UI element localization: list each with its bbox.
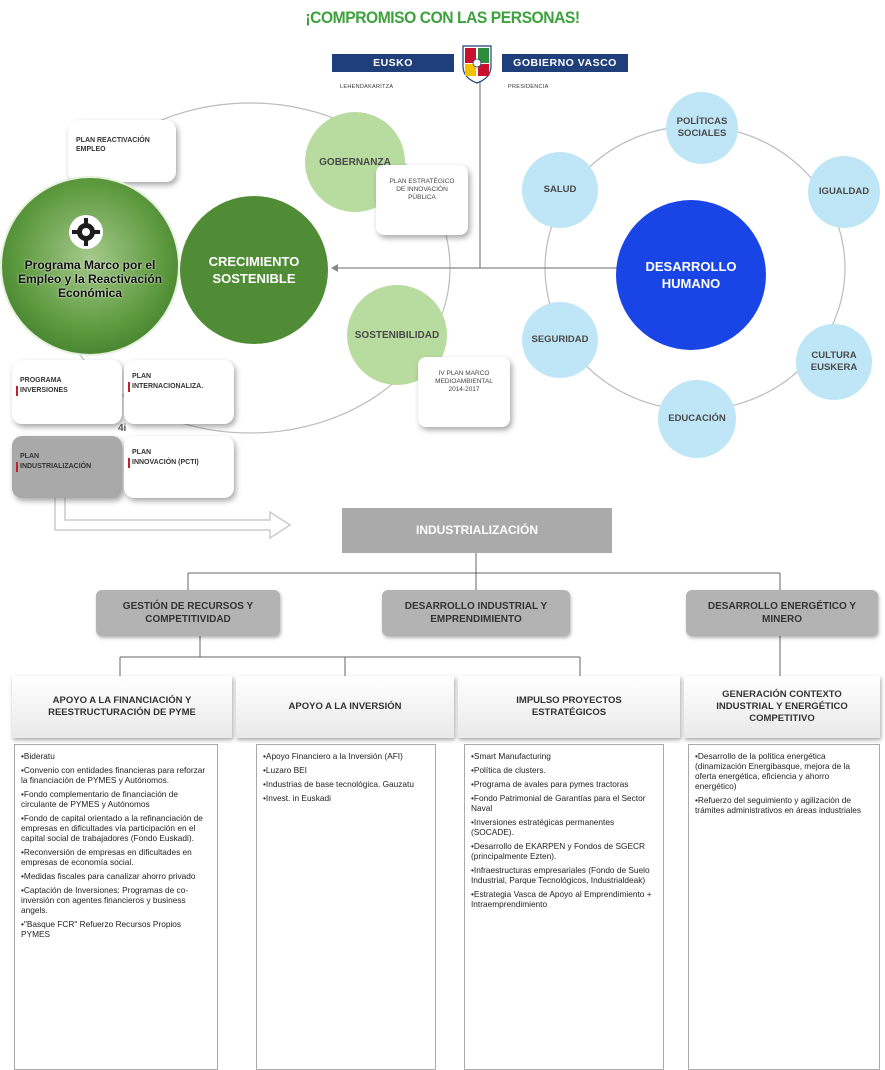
coat-of-arms-icon [455,44,499,84]
card-plan-innovacion-publica-label: PLAN ESTRATÉGICO DE INNOVACIÓN PÚBLICA [389,178,455,201]
card-plan-industrializacion: PLAN INDUSTRIALIZACIÓN [12,436,122,498]
sub-left-label: LEHENDAKARITZA [340,84,394,90]
plan-innovacion-line2: INNOVACIÓN (PCTI) [128,458,234,468]
politicas-sociales-circle: POLÍTICAS SOCIALES [666,92,738,164]
salud-label: SALUD [543,184,577,195]
list-item: •Convenio con entidades financieras para… [21,765,206,785]
card-plan-reactivacion: PLAN REACTIVACIÓN EMPLEO [68,120,176,182]
level2-desarrollo-industrial-label: DESARROLLO INDUSTRIAL Y EMPRENDIMIENTO [404,601,548,625]
level2-gestion-label: GESTIÓN DE RECURSOS Y COMPETITIVIDAD [122,601,254,625]
crecimiento-sostenible-label: CRECIMIENTO SOSTENIBLE [208,254,300,286]
sub-right-label: PRESIDENCIA [508,84,549,90]
list-item: •Fondo complementario de financiación de… [21,789,178,809]
educacion-circle: EDUCACIÓN [658,380,736,458]
list-item: •Refuerzo del seguimiento y agilización … [695,795,862,815]
gov-right-bar: GOBIERNO VASCO [502,54,628,72]
card-plan-innovacion-pcti: PLAN INNOVACIÓN (PCTI) [124,436,234,498]
desarrollo-humano-label: DESARROLLO HUMANO [645,259,737,291]
list-item: •Captación de Inversiones: Programas de … [21,885,189,915]
plan-internacionaliza-line1: PLAN [132,373,152,380]
salud-circle: SALUD [522,152,598,228]
list-item: •Desarrollo de la política energética (d… [695,751,850,791]
programa-inversiones-line1: PROGRAMA [20,377,62,384]
column-list-proyectos: •Smart Manufacturing •Política de cluste… [464,744,664,1070]
card-plan-internacionaliza: PLAN INTERNACIONALIZA. [124,360,234,424]
igualdad-label: IGUALDAD [818,186,870,197]
cultura-euskera-label: CULTURA EUSKERA [810,350,858,373]
industrializacion-root: INDUSTRIALIZACIÓN [342,508,612,553]
politicas-sociales-label: POLÍTICAS SOCIALES [676,116,728,139]
programa-marco-label: Programa Marco por el Empleo y la Reacti… [17,258,163,300]
column-header-proyectos: IMPULSO PROYECTOS ESTRATÉGICOS [458,676,680,738]
gear-icon [66,212,106,252]
column-header-financiacion: APOYO A LA FINANCIACIÓN Y REESTRUCTURACI… [12,676,232,738]
programa-marco-circle: Programa Marco por el Empleo y la Reacti… [2,178,178,354]
crecimiento-sostenible-circle: CRECIMIENTO SOSTENIBLE [180,196,328,344]
plan-industrializacion-line2: INDUSTRIALIZACIÓN [16,462,122,472]
column-header-energetico-label: GENERACIÓN CONTEXTO INDUSTRIAL Y ENERGÉT… [716,689,848,724]
list-item: •Medidas fiscales para canalizar ahorro … [21,871,196,881]
cultura-euskera-circle: CULTURA EUSKERA [796,324,872,400]
column-header-financiacion-label: APOYO A LA FINANCIACIÓN Y REESTRUCTURACI… [48,695,196,718]
card-plan-medioambiental: IV PLAN MARCO MEDIOAMBIENTAL 2014-2017 [418,357,510,427]
column-list-inversion: •Apoyo Financiero a la Inversión (AFI) •… [256,744,436,1070]
level2-desarrollo-energetico-label: DESARROLLO ENERGÉTICO Y MINERO [707,601,857,625]
list-item: •Apoyo Financiero a la Inversión (AFI) [263,751,403,761]
list-item: •Smart Manufacturing [471,751,551,761]
card-plan-reactivacion-label: PLAN REACTIVACIÓN EMPLEO [76,137,150,153]
seguridad-circle: SEGURIDAD [522,302,598,378]
column-header-proyectos-label: IMPULSO PROYECTOS ESTRATÉGICOS [516,695,622,718]
column-header-energetico: GENERACIÓN CONTEXTO INDUSTRIAL Y ENERGÉT… [684,676,880,738]
list-item: •Infraestructuras empresariales (Fondo d… [471,865,650,885]
list-item: •Fondo Patrimonial de Garantías para el … [471,793,646,813]
sostenibilidad-label: SOSTENIBILIDAD [354,329,440,341]
programa-inversiones-line2: INVERSIONES [16,386,122,396]
card-plan-medioambiental-label: IV PLAN MARCO MEDIOAMBIENTAL 2014-2017 [435,370,493,393]
column-list-financiacion: •Bideratu •Convenio con entidades financ… [14,744,218,1070]
card-programa-inversiones: PROGRAMA INVERSIONES [12,360,122,424]
list-item: •Luzaro BEI [263,765,307,775]
desarrollo-humano-circle: DESARROLLO HUMANO [616,200,766,350]
card-plan-innovacion-publica: PLAN ESTRATÉGICO DE INNOVACIÓN PÚBLICA [376,165,468,235]
seguridad-label: SEGURIDAD [531,334,589,345]
list-item: •Estrategia Vasca de Apoyo al Emprendimi… [471,889,652,909]
list-item: •Inversiones estratégicas permanentes (S… [471,817,615,837]
column-list-energetico: •Desarrollo de la política energética (d… [688,744,880,1070]
plan-internacionaliza-line2: INTERNACIONALIZA. [128,382,234,392]
level2-desarrollo-industrial: DESARROLLO INDUSTRIAL Y EMPRENDIMIENTO [382,590,570,636]
list-item: •Invest. in Euskadi [263,793,331,803]
four-i-label: 4i [118,423,127,434]
plan-innovacion-line1: PLAN [132,449,152,456]
slogan-title: ¡COMPROMISO CON LAS PERSONAS! [305,8,580,27]
list-item: •Bideratu [21,751,55,761]
educacion-label: EDUCACIÓN [668,413,726,424]
list-item: •Política de clusters. [471,765,546,775]
column-header-inversion: APOYO A LA INVERSIÓN [236,676,454,738]
gobernanza-label: GOBERNANZA [319,156,391,168]
igualdad-circle: IGUALDAD [808,156,880,228]
column-header-inversion-label: APOYO A LA INVERSIÓN [288,701,402,712]
level2-gestion: GESTIÓN DE RECURSOS Y COMPETITIVIDAD [96,590,280,636]
list-item: •Programa de avales para pymes tractoras [471,779,629,789]
list-item: •"Basque FCR" Refuerzo Recursos Propios … [21,919,182,939]
level2-desarrollo-energetico: DESARROLLO ENERGÉTICO Y MINERO [686,590,878,636]
list-item: •Industrias de base tecnológica. Gauzatu [263,779,414,789]
list-item: •Fondo de capital orientado a la refinan… [21,813,203,843]
list-item: •Desarrollo de EKARPEN y Fondos de SGECR… [471,841,645,861]
list-item: •Reconversión de empresas en dificultade… [21,847,192,867]
plan-industrializacion-line1: PLAN [20,453,40,460]
gov-left-bar: EUSKO JAURLARITZA [332,54,454,87]
